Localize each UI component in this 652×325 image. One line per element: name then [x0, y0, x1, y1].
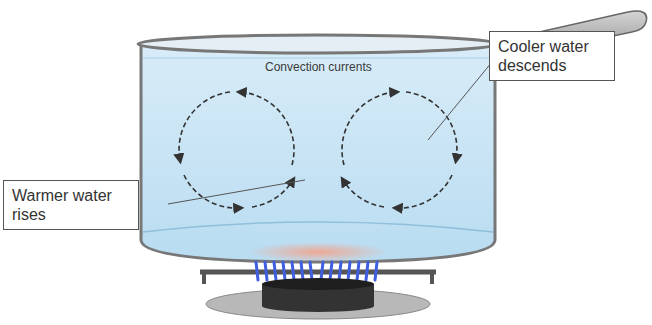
flame-stroke: [357, 262, 359, 280]
flame-stroke: [339, 262, 341, 280]
pot-rim: [138, 35, 498, 53]
flame-stroke: [292, 262, 294, 280]
flame-stroke: [265, 262, 267, 280]
burner-head-top: [262, 278, 374, 290]
flame-stroke: [330, 262, 332, 280]
flame-stroke: [310, 262, 312, 280]
diagram-label: Convection currents: [265, 60, 372, 74]
heat-glow: [248, 242, 388, 262]
burner-head-base: [262, 300, 374, 312]
leader-line: [428, 62, 492, 140]
flame-stroke: [301, 262, 303, 280]
callout-text: Warmer water rises: [12, 186, 130, 224]
flame-stroke: [274, 262, 276, 280]
flame-stroke: [348, 262, 350, 280]
pot-body: [141, 45, 495, 262]
leader-line: [168, 180, 305, 204]
burner-flames: [256, 262, 377, 280]
flame-stroke: [366, 262, 368, 280]
stove-grate: [200, 270, 436, 275]
flame-stroke: [375, 262, 377, 280]
callout-box: Cooler water descends: [489, 31, 615, 81]
callout-text: Cooler water descends: [498, 37, 606, 75]
callout-box: Warmer water rises: [3, 180, 139, 230]
water-surface: [143, 58, 493, 59]
flame-stroke: [256, 262, 258, 280]
pot-floor: [143, 222, 493, 232]
flame-stroke: [321, 262, 323, 280]
convection-arrows: [179, 92, 457, 208]
flame-stroke: [283, 262, 285, 280]
